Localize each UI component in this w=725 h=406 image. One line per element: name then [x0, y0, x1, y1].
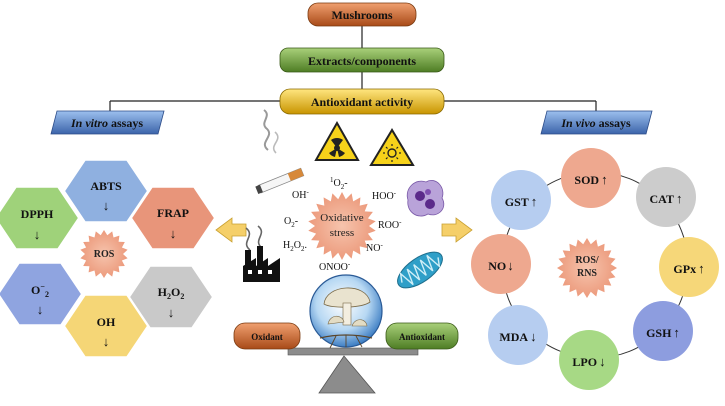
mushroom-globe-icon: [309, 274, 383, 349]
factory-icon: [243, 225, 280, 282]
oh-arrow: ↓: [103, 334, 110, 349]
oxidant-label: Oxidant: [251, 332, 283, 342]
abts-label: ABTS: [90, 179, 122, 193]
svg-text:SOD↑: SOD↑: [574, 172, 607, 187]
species-h2o2: H2O2.: [283, 240, 307, 253]
in-vivo-label: In vivo assays: [560, 116, 631, 130]
radiation-hazard-icon: [314, 120, 360, 161]
mushrooms-label: Mushrooms: [331, 8, 392, 22]
uv-light-hazard-icon: [369, 128, 415, 166]
mushrooms-box: Mushrooms: [307, 2, 417, 27]
hexagon-o2: [0, 261, 84, 327]
species-hoo: HOO-: [372, 189, 397, 202]
svg-text:NO↓: NO↓: [488, 258, 514, 273]
in-vivo-label-box: In vivo assays: [540, 110, 653, 135]
left-arrow-icon: [215, 217, 247, 243]
ros-burst: ROS: [80, 230, 128, 278]
cigarette-icon: [255, 109, 305, 195]
antioxidant-box: Antioxidant: [385, 322, 459, 350]
in-vitro-label-box: In vitro assays: [50, 110, 165, 135]
hexagon-frap: [129, 185, 217, 251]
frap-label: FRAP: [157, 206, 189, 220]
mitochondrion-icon: [397, 251, 443, 289]
extracts-label: Extracts/components: [308, 54, 416, 68]
marker-no: NO↓: [471, 234, 531, 294]
antioxidant-label: Antioxidant: [399, 332, 445, 342]
hexagon-abts: [62, 158, 150, 224]
svg-text:CAT↑: CAT↑: [650, 191, 683, 206]
oxidative-stress-burst: Oxidative stress: [308, 192, 376, 260]
h2o2-label: H2O2: [158, 285, 185, 301]
svg-text:LPO↓: LPO↓: [572, 354, 605, 369]
o2-arrow: ↓: [37, 302, 44, 317]
species-onoo: ONOO-: [319, 260, 351, 273]
hexagon-oh: [62, 293, 150, 359]
species-roo: ROO-: [378, 218, 402, 231]
in-vitro-hexagons: [0, 158, 217, 359]
svg-text:GSH↑: GSH↑: [646, 325, 680, 340]
marker-gpx: GPx↑: [659, 237, 719, 297]
ros-species: OH- 1O2- HOO- O2- ROO- H2O2. NO- ONOO-: [283, 176, 402, 273]
o2-label: O−2: [31, 282, 49, 299]
marker-lpo: LPO↓: [559, 330, 619, 390]
antioxidant-activity-box: Antioxidant activity: [279, 88, 445, 115]
right-arrow-icon: [441, 217, 473, 243]
antioxidant-activity-label: Antioxidant activity: [311, 95, 413, 109]
stress-label: stress: [330, 227, 354, 239]
immune-cell-icon: [406, 180, 445, 217]
species-singlet-oxygen: 1O2-: [330, 176, 348, 191]
in-vitro-label: In vitro assays: [70, 116, 143, 130]
ros-rns-line1: ROS/: [575, 255, 599, 266]
species-oh: OH-: [292, 188, 309, 201]
h2o2-arrow: ↓: [168, 305, 175, 320]
abts-arrow: ↓: [103, 198, 110, 213]
ros-rns-burst: ROS/ RNS: [557, 238, 617, 298]
species-no: NO-: [366, 241, 383, 254]
oxidative-label: Oxidative: [320, 212, 363, 224]
marker-gst: GST↑: [491, 170, 551, 230]
ros-rns-line2: RNS: [577, 268, 597, 279]
in-vitro-hex-labels: ABTS ↓ FRAP ↓ H2O2 ↓ OH ↓ O−2 ↓ DPPH ↓: [21, 179, 189, 349]
ros-label: ROS: [94, 249, 115, 260]
extracts-box: Extracts/components: [279, 47, 445, 73]
hexagon-dpph: [0, 185, 81, 251]
dpph-label: DPPH: [21, 207, 54, 221]
balance-scale: [287, 347, 419, 394]
connector-lines: [109, 25, 597, 111]
oh-label: OH: [97, 315, 116, 329]
frap-arrow: ↓: [170, 226, 177, 241]
svg-text:MDA↓: MDA↓: [499, 329, 536, 344]
dpph-arrow: ↓: [34, 227, 41, 242]
svg-text:GST↑: GST↑: [505, 194, 538, 209]
marker-mda: MDA↓: [488, 305, 548, 365]
oxidant-box: Oxidant: [233, 322, 301, 350]
marker-cat: CAT↑: [636, 167, 696, 227]
marker-gsh: GSH↑: [633, 301, 693, 361]
svg-text:GPx↑: GPx↑: [673, 261, 704, 276]
species-superoxide: O2-: [284, 216, 298, 229]
marker-sod: SOD↑: [561, 148, 621, 208]
